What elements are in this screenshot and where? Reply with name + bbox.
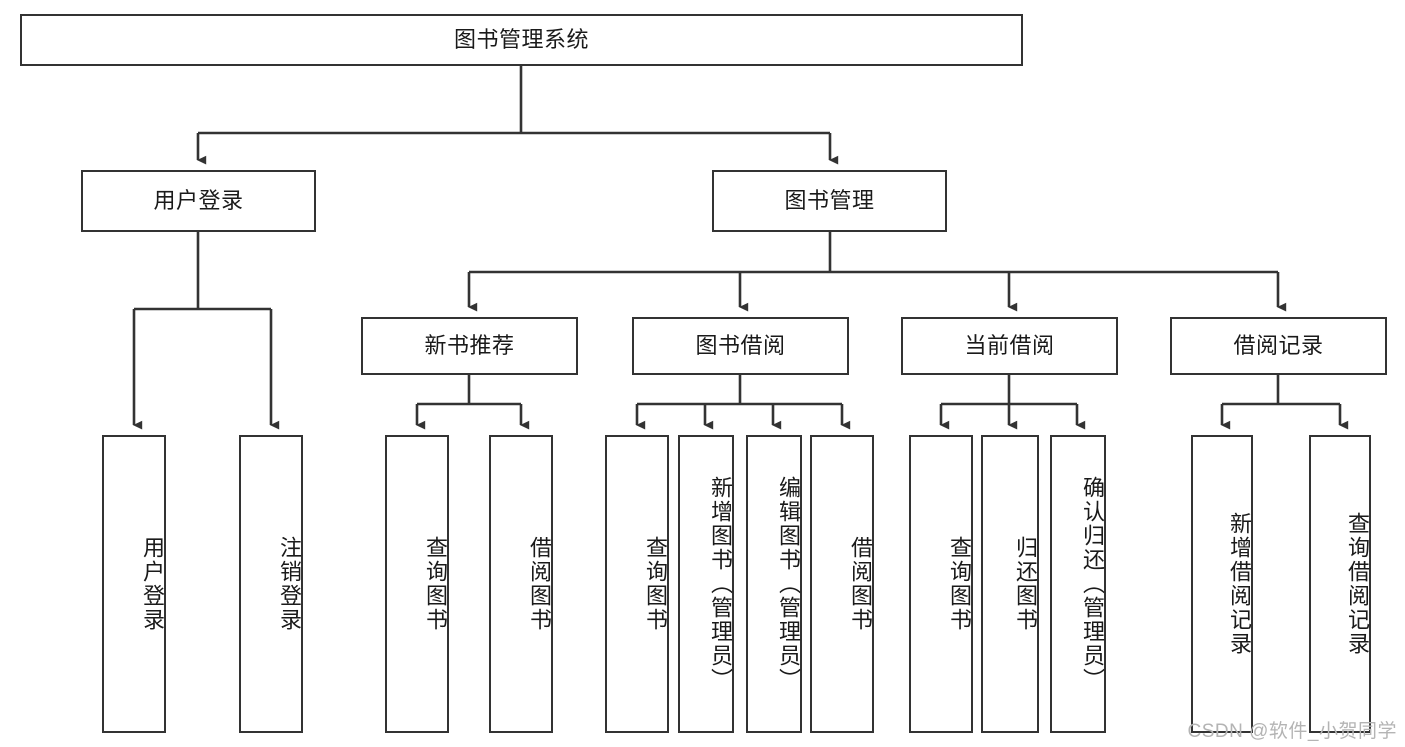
leaf-bb-add-book-admin[interactable]: 新增图书（管理员） [678,435,734,733]
leaf-nb-query-book[interactable]: 查询图书 [385,435,449,733]
leaf-cb-return-book[interactable]: 归还图书 [981,435,1039,733]
leaf-nb-borrow-book[interactable]: 借阅图书 [489,435,553,733]
node-book-borrow[interactable]: 图书借阅 [632,317,849,375]
node-user-login[interactable]: 用户登录 [81,170,316,232]
node-label: 借阅记录 [1233,332,1324,358]
node-label: 当前借阅 [964,332,1055,358]
node-label: 注销登录 [277,536,302,632]
node-label: 查询借阅记录 [1345,512,1370,656]
node-label: 借阅图书 [527,536,552,632]
node-label: 新增借阅记录 [1227,512,1252,656]
node-new-book-recommend[interactable]: 新书推荐 [361,317,578,375]
node-label: 新书推荐 [424,332,515,358]
leaf-cb-query-book[interactable]: 查询图书 [909,435,973,733]
leaf-logout[interactable]: 注销登录 [239,435,303,733]
node-book-management[interactable]: 图书管理 [712,170,947,232]
node-label: 用户登录 [140,536,165,632]
node-label: 新增图书（管理员） [708,476,733,692]
node-borrow-record[interactable]: 借阅记录 [1170,317,1387,375]
node-label: 编辑图书（管理员） [776,476,801,692]
node-label: 图书借阅 [695,332,786,358]
leaf-bb-edit-book-admin[interactable]: 编辑图书（管理员） [746,435,802,733]
leaf-bb-query-book[interactable]: 查询图书 [605,435,669,733]
node-root-book-management-system[interactable]: 图书管理系统 [20,14,1023,66]
node-label: 归还图书 [1013,536,1038,632]
node-label: 图书管理系统 [453,26,589,52]
node-label: 用户登录 [153,187,244,213]
leaf-br-query-record[interactable]: 查询借阅记录 [1309,435,1371,733]
node-label: 借阅图书 [848,536,873,632]
node-label: 查询图书 [947,536,972,632]
leaf-user-login[interactable]: 用户登录 [102,435,166,733]
node-label: 查询图书 [423,536,448,632]
leaf-br-add-record[interactable]: 新增借阅记录 [1191,435,1253,733]
leaf-bb-borrow-book[interactable]: 借阅图书 [810,435,874,733]
node-label: 确认归还（管理员） [1080,476,1105,692]
node-label: 查询图书 [643,536,668,632]
leaf-cb-confirm-return-admin[interactable]: 确认归还（管理员） [1050,435,1106,733]
node-current-borrow[interactable]: 当前借阅 [901,317,1118,375]
node-label: 图书管理 [784,187,875,213]
